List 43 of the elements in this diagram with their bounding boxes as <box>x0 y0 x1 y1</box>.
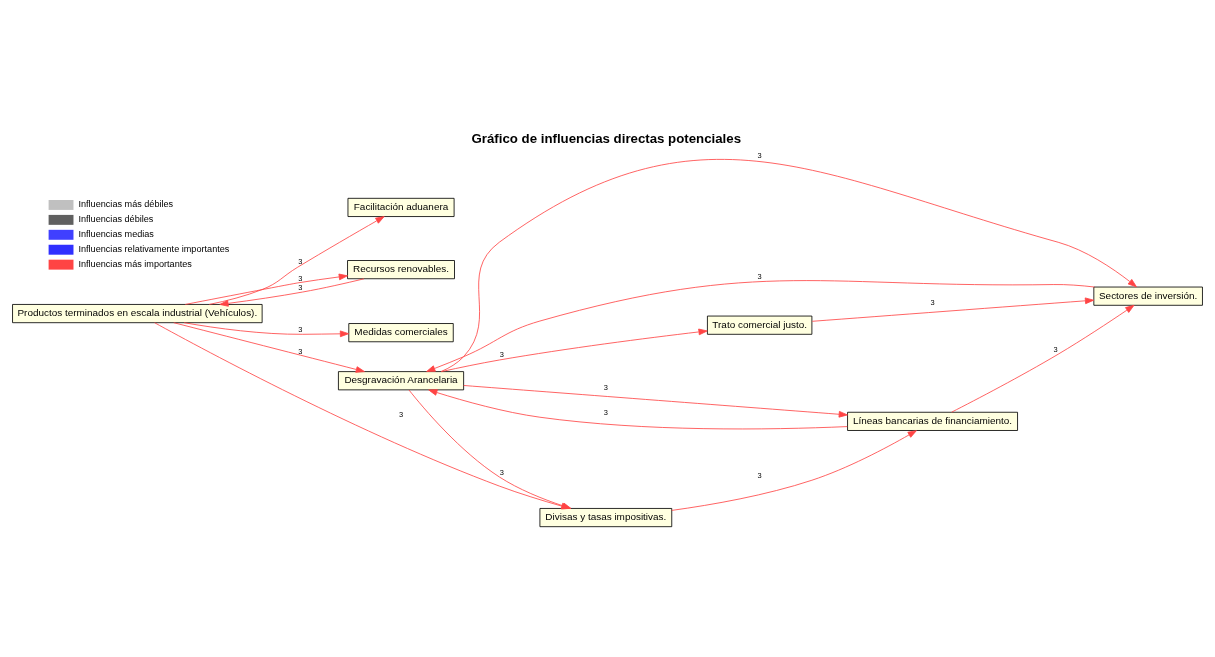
arrow <box>426 280 1095 372</box>
node-box: Facilitación aduanera <box>347 197 455 217</box>
arrow <box>441 328 708 372</box>
legend-label: Influencias débiles <box>78 214 154 225</box>
arrow <box>951 304 1135 413</box>
edge-label: 3 <box>298 256 303 266</box>
arrow <box>428 389 848 430</box>
node-box: Medidas comerciales <box>348 323 454 343</box>
node-box: Trato comercial justo. <box>707 315 813 335</box>
arrow <box>183 322 350 338</box>
arrow <box>671 430 917 511</box>
edge-label: 3 <box>298 346 303 356</box>
node-box: Desgravación Arancelaria <box>338 371 465 391</box>
diagram-title: Gráfico de influencias directas potenciales <box>471 131 742 147</box>
node-box: Productos terminados en escala industrial (Vehículos). <box>12 304 263 324</box>
arrow <box>184 273 348 305</box>
edge-label: 3 <box>603 407 608 417</box>
edge-label: 3 <box>298 273 303 283</box>
arrow <box>811 297 1095 322</box>
arrow <box>173 322 365 373</box>
legend-label: Influencias más importantes <box>78 258 192 269</box>
node-box: Divisas y tasas impositivas. <box>539 508 673 528</box>
arrow <box>208 216 385 305</box>
edge-label: 3 <box>930 297 935 307</box>
edge-label: 3 <box>757 271 762 281</box>
edge-label: 3 <box>603 383 608 393</box>
edge-label: 3 <box>1053 344 1058 354</box>
legend-label: Influencias medias <box>78 229 154 240</box>
edge-label: 3 <box>757 470 762 480</box>
node-box: Líneas bancarias de financiamiento. <box>847 411 1018 431</box>
edge-label: 3 <box>757 150 762 160</box>
arrow <box>440 158 1137 372</box>
arrow <box>219 278 365 307</box>
arrow <box>463 385 848 418</box>
node-box: Recursos renovables. <box>347 260 455 280</box>
edge-label: 3 <box>298 324 303 334</box>
edge-label: 3 <box>398 409 404 419</box>
edge-label: 3 <box>298 282 303 292</box>
edge-label: 3 <box>499 349 504 359</box>
node-box: Sectores de inversión. <box>1093 286 1203 306</box>
legend-label: Influencias más débiles <box>78 199 174 210</box>
legend-label: Influencias relativamente importantes <box>78 244 230 255</box>
edge-label: 3 <box>499 467 504 477</box>
